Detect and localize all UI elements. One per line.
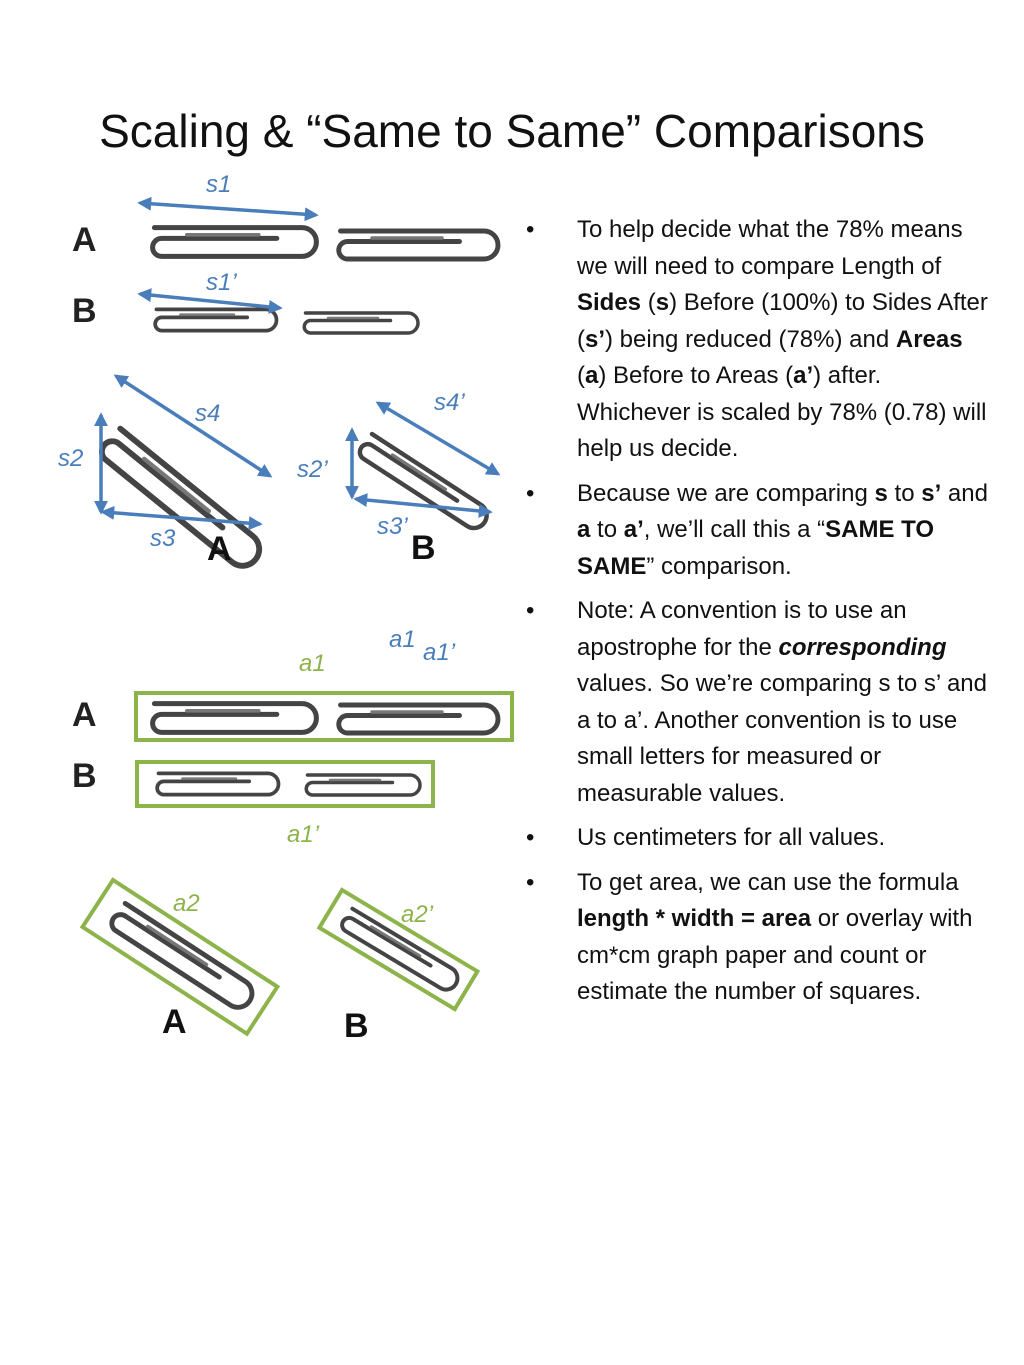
bullet-text-run: Areas [895,325,963,353]
bullet-text-run: Note: A convention is to use an apostrop… [577,597,907,661]
paperclip-icon [304,773,422,797]
label-s3-prime: s3’ [377,513,408,540]
s1-arrow [137,196,319,222]
label-a1: a1 [299,650,326,677]
bullet-text-run: ) Before to Areas ( [598,362,794,389]
bullet-text-run: s’ [585,325,606,353]
label-bottom-a: A [162,1003,187,1041]
bullet-item: Note: A convention is to use an apostrop… [522,593,992,812]
bullet-text-run: values. So we’re comparing s to s’ and a… [577,670,987,807]
bullet-text-run: to [590,516,624,543]
bullet-text-run: ( [641,289,656,316]
bullet-text-run: a [585,362,599,389]
area-box-a1-prime [135,760,435,808]
bullet-text-run: ( [577,362,585,389]
paperclip-icon [153,704,317,733]
label-a2-prime: a2’ [401,901,434,928]
bullet-text-run: ) Before (100%) to Sides After ( [577,289,988,353]
label-row-a-top: A [72,221,97,259]
label-row-b-bottom: B [72,757,97,795]
label-triangle-b: B [411,529,436,567]
paperclip-icon [153,228,317,257]
paperclip-icon [339,231,498,259]
label-s2-prime: s2’ [297,456,328,483]
slide-title: Scaling & “Same to Same” Comparisons [99,105,925,157]
label-s1-prime: s1’ [206,269,237,296]
label-s4: s4 [195,400,220,427]
bullet-text-run: length * width = area [577,905,812,932]
label-row-a-bottom: A [72,696,97,734]
bullet-list: To help decide what the 78% means we wil… [522,212,992,1019]
label-s4-prime: s4’ [434,389,465,416]
bullet-item: To help decide what the 78% means we wil… [522,212,992,468]
bullet-text-run: s [655,289,670,316]
label-s3: s3 [150,525,176,552]
paperclip-icon [157,773,278,794]
area-box-a2 [79,877,281,1037]
bullet-text-run: ) being reduced (78%) and [605,325,896,353]
label-a2: a2 [173,890,200,917]
bullet-text-run: or overlay with cm*cm graph paper and co… [577,905,973,1005]
bullet-item: Us centimeters for all values. [522,820,992,857]
bullet-text-run: Sides [577,289,642,316]
bullet-text-run: a’ [623,516,644,543]
bullet-text-run: To get area, we can use the formula [577,868,959,896]
bullet-text-run: , we’ll call this a “ [643,516,826,543]
area-box-a1 [134,691,514,742]
label-a1-prime-top: a1’ [423,639,456,666]
bullet-text-run: a’ [793,362,814,389]
label-s2: s2 [58,445,83,472]
s4-arrow [113,374,273,478]
bullet-text-run: a [577,516,591,543]
s3-prime-arrow [353,493,493,518]
s4-prime-arrow [375,401,501,476]
bullet-text-run: s [874,479,888,507]
bullet-text-run: Us centimeters for all values. [577,824,886,851]
s3-arrow [100,505,263,531]
bullet-item: To get area, we can use the formula leng… [522,865,992,1011]
label-row-b-top: B [72,292,97,330]
bullet-text-run: ” comparison. [646,552,792,580]
bullet-item: Because we are comparing s to s’ and a t… [522,476,992,586]
s1-prime-arrow [137,288,283,314]
bullet-text-run: Because we are comparing [577,479,875,507]
bullet-text-run: s’ [921,479,942,507]
paperclip-icon [155,309,276,330]
bullet-text-run: ) after. Whichever is scaled by 78% (0.7… [577,362,987,462]
paperclip-icon [302,311,420,335]
bullet-text-run: to [887,479,922,507]
label-triangle-a: A [207,530,232,568]
label-a1-top-left: a1 [389,626,416,653]
paperclip-icon [98,427,266,572]
label-a1-prime: a1’ [287,821,320,848]
label-s1: s1 [206,171,231,198]
paperclip-icon [339,705,498,733]
bullet-text-run: and [941,479,988,507]
bullet-text-run: To help decide what the 78% means we wil… [577,216,963,280]
label-bottom-b: B [344,1007,369,1045]
area-box-a2-prime [316,887,481,1012]
bullet-text-run: corresponding [778,633,947,661]
bullet-text-run: SAME TO SAME [577,516,935,580]
